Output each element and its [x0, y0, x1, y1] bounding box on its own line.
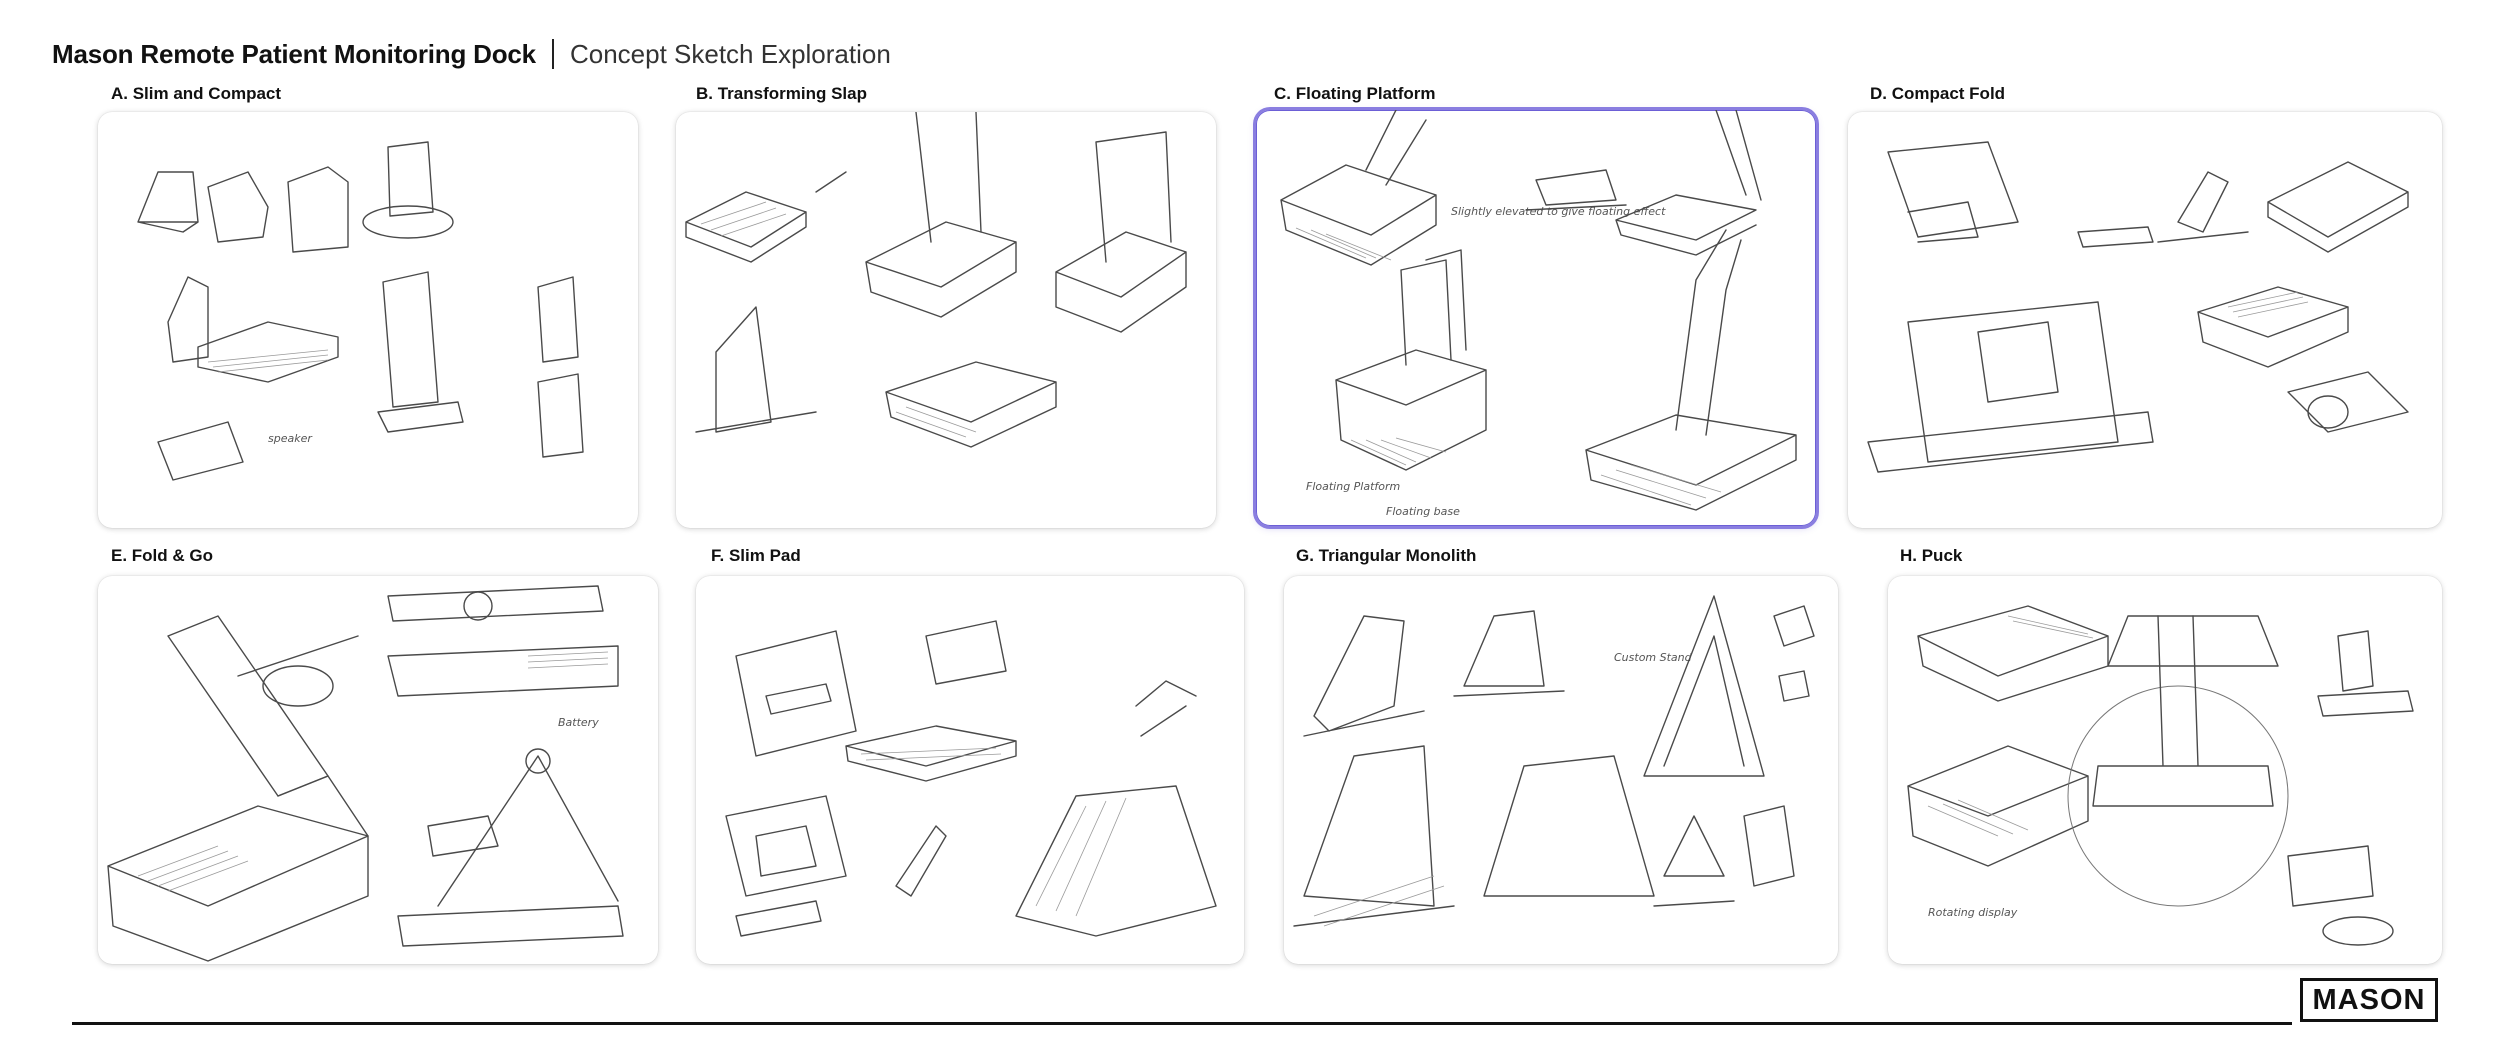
concept-card-h[interactable]: Rotating display [1888, 576, 2442, 964]
sketch-compact-fold [1867, 141, 2409, 473]
sketch-transforming-slap [685, 112, 1187, 448]
page-subtitle: Concept Sketch Exploration [569, 38, 891, 69]
panel-label-b: B. Transforming Slap [696, 84, 867, 103]
panel-label-g: G. Triangular Monolith [1296, 546, 1477, 565]
concept-card-a[interactable]: speaker [98, 112, 638, 528]
panel-label-f: F. Slim Pad [711, 546, 801, 565]
panel-label-d: D. Compact Fold [1870, 84, 2006, 103]
page-title: Mason Remote Patient Monitoring Dock [52, 38, 536, 69]
panel-label-e: E. Fold & Go [111, 546, 213, 565]
panel-label-c: C. Floating Platform [1274, 84, 1436, 103]
concept-card-d[interactable] [1848, 112, 2442, 528]
svg-text:speaker: speaker [268, 432, 313, 445]
panel-label-a: A. Slim and Compact [111, 84, 282, 103]
sketch-floating-platform: Slightly elevated to give floating effec… [1280, 110, 1797, 518]
logo-text: MASON [2312, 983, 2426, 1016]
sketch-slim-compact: speaker [137, 141, 584, 481]
title-divider [551, 39, 554, 69]
annotation-g-1: Custom Stand [1614, 651, 1693, 664]
panel-label-h: H. Puck [1900, 546, 1963, 565]
annotation-c-2: Floating Platform [1306, 480, 1400, 493]
concept-card-g[interactable]: Custom Stand [1284, 576, 1838, 964]
sketch-fold-go: Battery [107, 585, 624, 962]
sketch-slim-pad [725, 620, 1217, 937]
annotation-e-1: Battery [558, 716, 599, 729]
page-header: Mason Remote Patient Monitoring Dock Con… [52, 34, 891, 74]
footer-rule [72, 1022, 2292, 1025]
concept-card-e[interactable]: Battery [98, 576, 658, 964]
concept-card-c[interactable]: Slightly elevated to give floating effec… [1256, 110, 1816, 526]
sketch-triangular-monolith: Custom Stand [1293, 595, 1815, 927]
mason-logo: MASON [2300, 978, 2438, 1022]
annotation-c-3: Floating base [1386, 505, 1460, 518]
annotation-c-1: Slightly elevated to give floating effec… [1451, 205, 1666, 218]
sketch-puck: Rotating display [1907, 605, 2414, 946]
annotation-h-1: Rotating display [1928, 906, 2018, 919]
concept-card-b[interactable] [676, 112, 1216, 528]
concept-card-f[interactable] [696, 576, 1244, 964]
